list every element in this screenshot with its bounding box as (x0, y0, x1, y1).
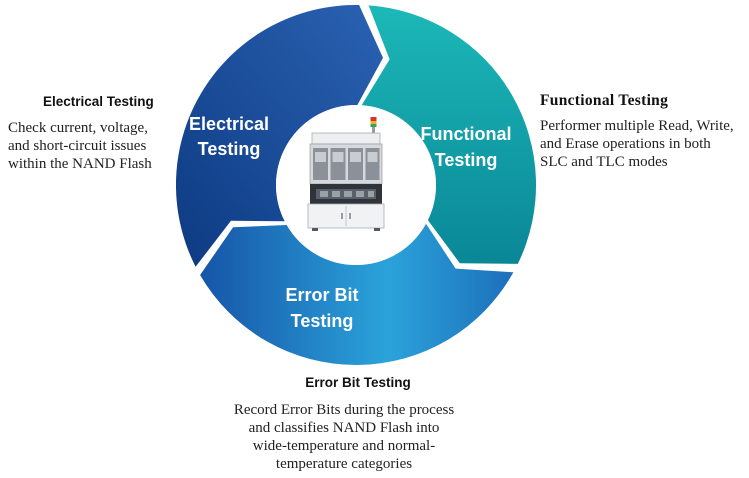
functional-testing-heading: Functional Testing (540, 92, 669, 109)
electrical-segment-label-line-1: Electrical (189, 114, 269, 134)
error-bit-testing-description: Record Error Bits during the process and… (194, 401, 494, 473)
machine-chip (320, 191, 328, 197)
description-line: temperature categories (275, 456, 413, 472)
functional-segment-label-line-1: Functional (421, 124, 512, 144)
signal-light-red (370, 117, 377, 121)
machine-board (350, 152, 361, 162)
description-line: Check current, voltage, (8, 120, 148, 136)
functional-segment-label-line-2: Testing (435, 150, 498, 170)
error-bit-testing-heading: Error Bit Testing (305, 375, 411, 390)
machine-chip (368, 191, 374, 197)
machine-chip (344, 191, 352, 197)
machine-door-handle (349, 213, 351, 219)
description-line: Record Error Bits during the process (233, 402, 455, 418)
machine-foot (312, 228, 318, 231)
machine-board (367, 152, 378, 162)
machine-door-handle (341, 213, 343, 219)
description-line: and classifies NAND Flash into (248, 420, 440, 436)
electrical-segment-label-line-2: Testing (198, 139, 261, 159)
machine-board (315, 152, 326, 162)
machine-chip (356, 191, 364, 197)
electrical-testing-description: Check current, voltage, and short-circui… (8, 119, 152, 173)
electrical-testing-segment (175, 4, 383, 267)
description-line: and Erase operations in both (540, 136, 711, 152)
signal-light-amber (370, 121, 377, 124)
functional-testing-segment (361, 5, 537, 264)
machine-chip (332, 191, 340, 197)
signal-light-green (370, 124, 377, 127)
description-line: within the NAND Flash (8, 156, 152, 172)
description-line: and short-circuit issues (8, 138, 147, 154)
error-bit-segment-label-line-2: Testing (291, 311, 354, 331)
description-line: wide-temperature and normal- (252, 438, 436, 454)
electrical-testing-heading: Electrical Testing (43, 94, 154, 109)
machine-board (332, 152, 344, 162)
functional-testing-description: Performer multiple Read, Write, and Eras… (540, 117, 734, 171)
testing-machine-icon (307, 117, 385, 231)
error-bit-segment-label-line-1: Error Bit (285, 285, 358, 305)
machine-top-panel (311, 132, 381, 145)
machine-foot (374, 228, 380, 231)
description-line: SLC and TLC modes (540, 154, 668, 170)
error-bit-testing-segment (200, 223, 514, 366)
description-line: Performer multiple Read, Write, (540, 118, 734, 134)
